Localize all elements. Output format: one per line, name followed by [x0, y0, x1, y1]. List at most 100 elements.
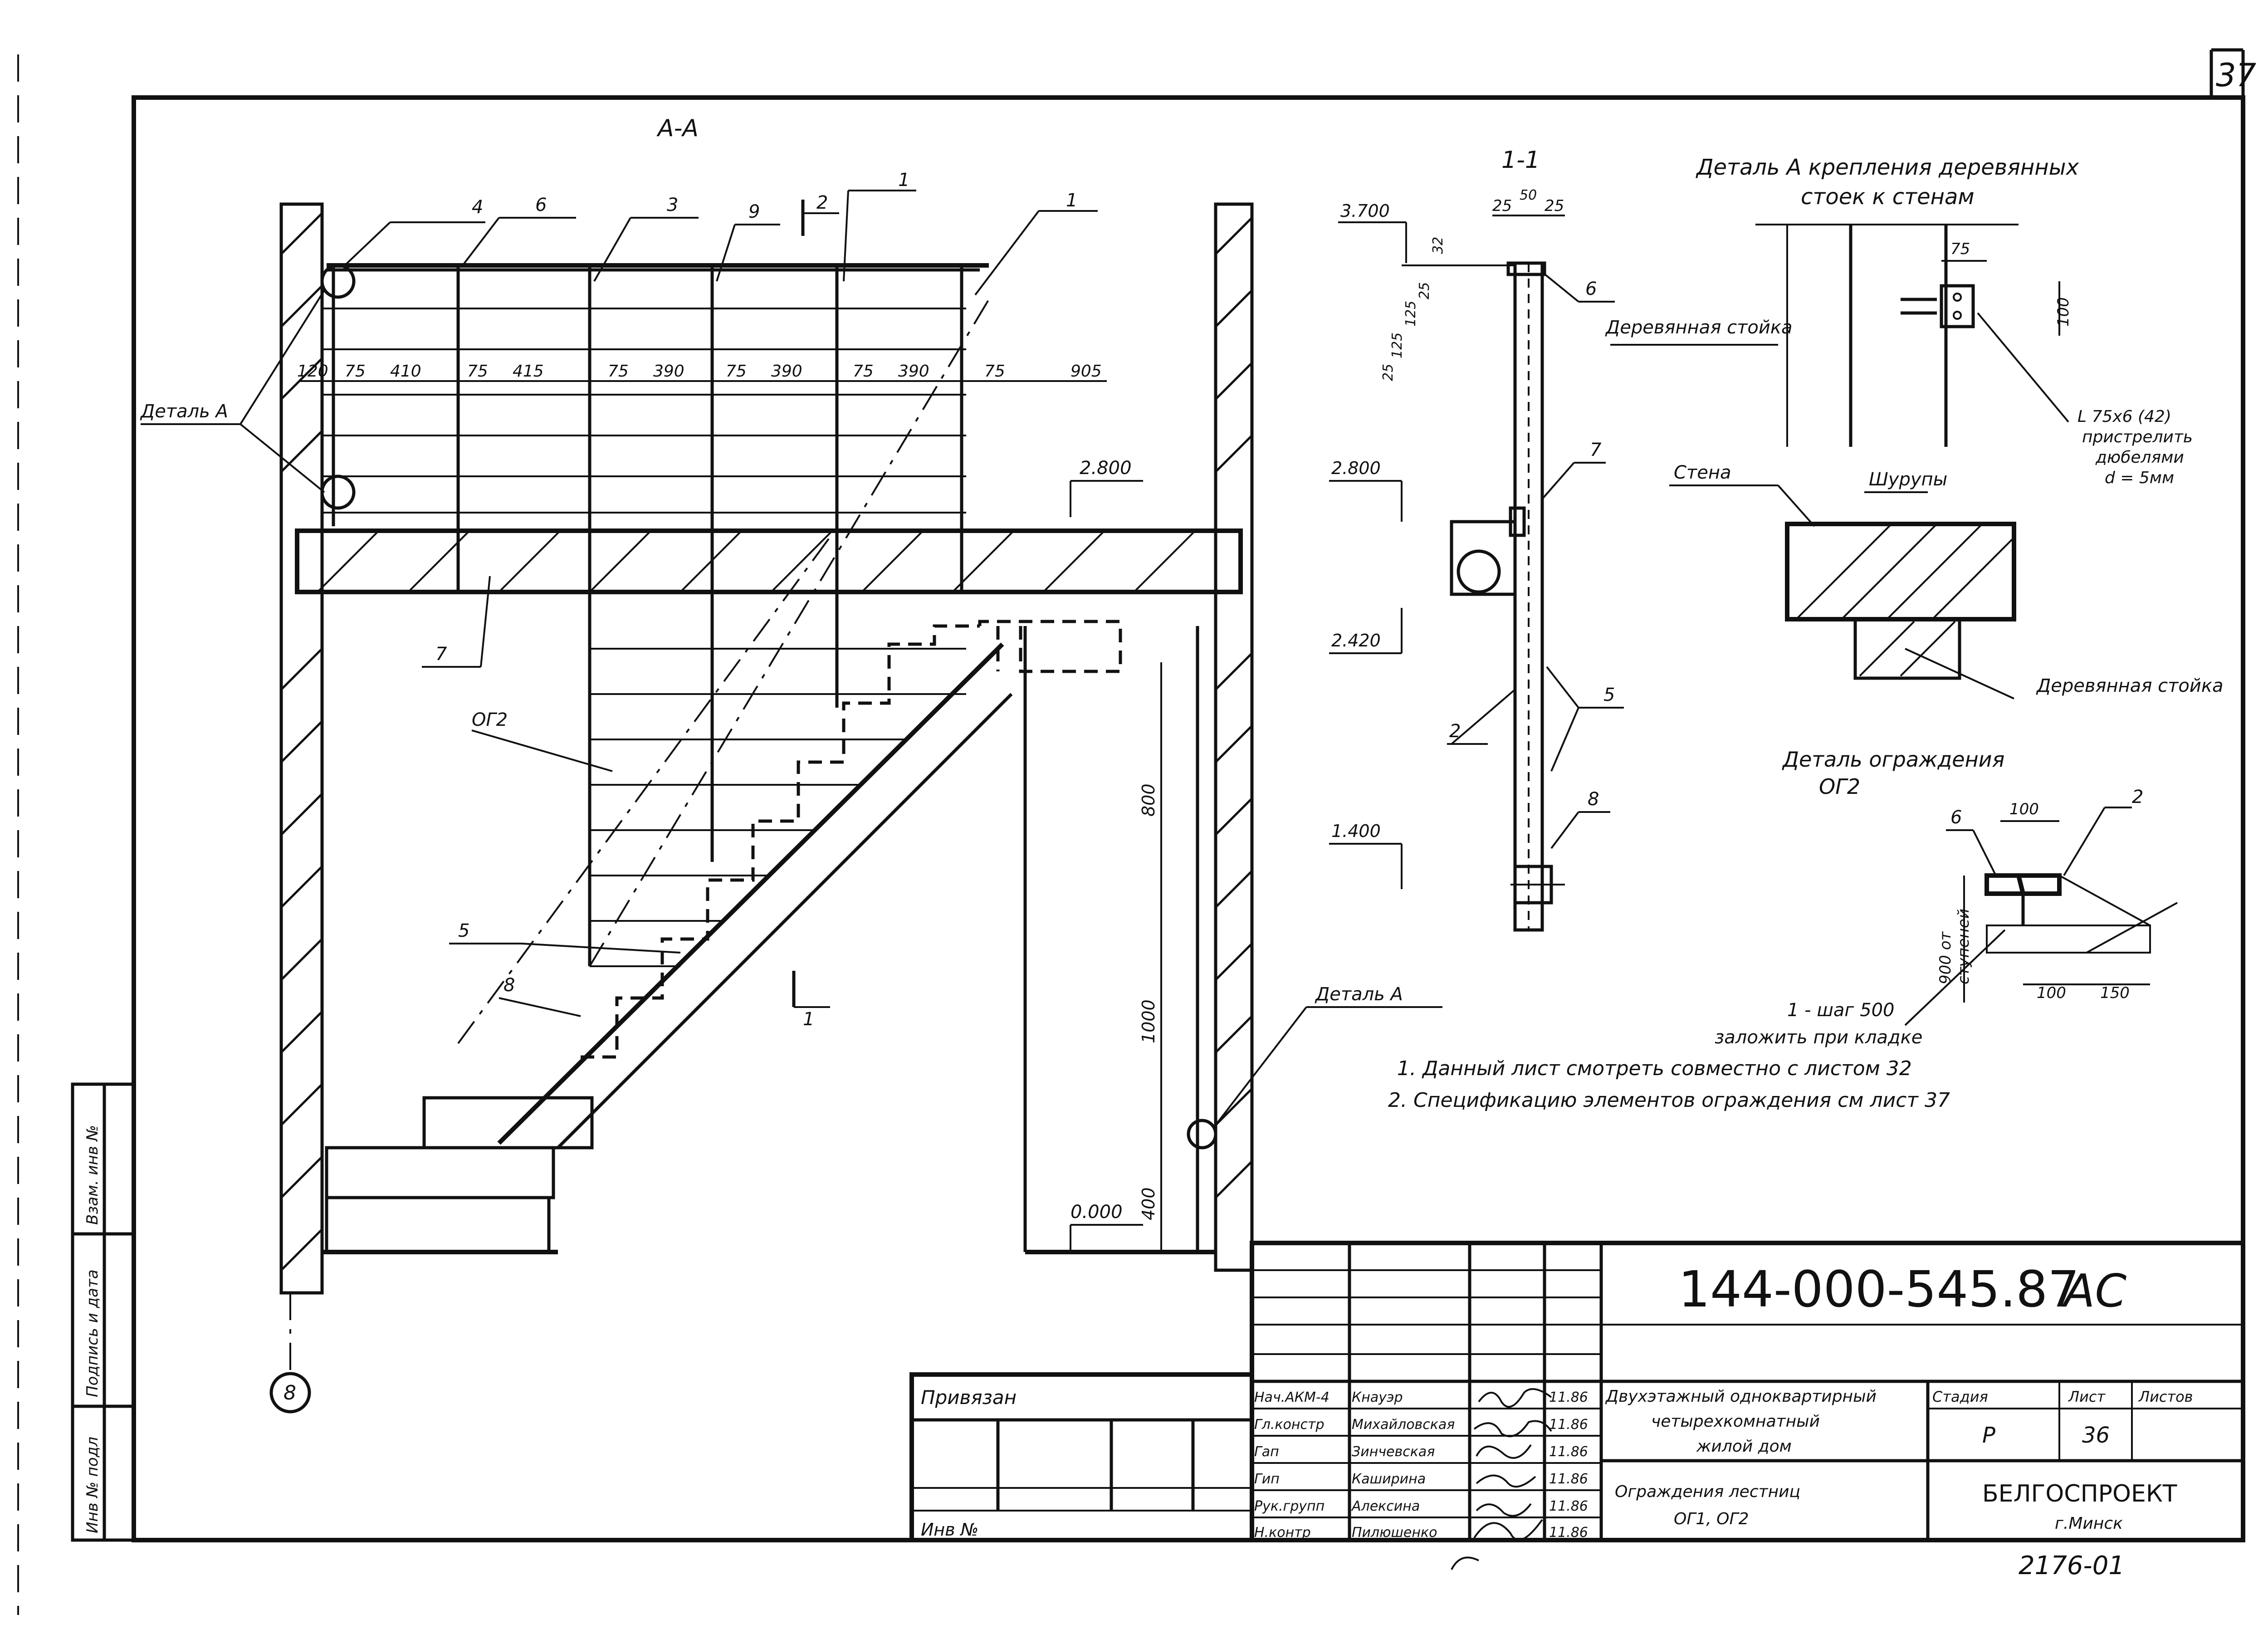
angle-note-4: d = 5мм: [2105, 469, 2174, 487]
callout-11-6: 6: [1585, 279, 1597, 299]
floor-slab: [295, 528, 1243, 594]
vdim-400: 400: [1139, 1187, 1158, 1220]
project-line-3: жилой дом: [1696, 1437, 1792, 1456]
detail-a: Деталь А крепления деревянных стоек к ст…: [1605, 155, 2224, 700]
stage-label: Стадия: [1932, 1388, 1988, 1405]
railing-dim-100-top: 100: [2009, 800, 2039, 818]
railing-title-2: ОГ2: [1819, 774, 1860, 799]
top-dim-25-a: 25: [1492, 197, 1512, 215]
detail-a-dim-100: 100: [2054, 297, 2072, 327]
screws-label: Шурупы: [1869, 469, 1947, 490]
callout-4: 4: [472, 197, 483, 218]
dim-75-d: 75: [726, 362, 747, 381]
dim-120: 120: [297, 362, 328, 381]
stage-value: Р: [1982, 1423, 1995, 1448]
org-line-1: БЕЛГОСПРОЕКТ: [1982, 1480, 2177, 1507]
callout-11-5: 5: [1603, 685, 1615, 705]
callout-1: 1: [1066, 190, 1077, 211]
vdim-125-b: 125: [1403, 301, 1419, 327]
detail-a-label-right: Деталь А: [1315, 984, 1403, 1005]
name-3: Каширина: [1352, 1471, 1426, 1487]
name-1: Михайловская: [1352, 1417, 1455, 1433]
callout-2: 1: [898, 170, 909, 191]
wood-post-bottom: Деревянная стойка: [2036, 675, 2224, 696]
callout-cut-1-lower: 1: [803, 1009, 814, 1030]
side-label-inv: Инв № подл: [83, 1437, 102, 1533]
role-4: Рук.групп: [1254, 1498, 1325, 1514]
angle-note-2: пристрелить: [2082, 428, 2193, 446]
dim-75-e: 75: [853, 362, 874, 381]
note-2: 2. Спецификацию элементов ограждения см …: [1388, 1089, 1950, 1112]
section-11: 1-1 25 50 25 3.700 25 125 125 25 32 2.80…: [1329, 147, 1624, 932]
dim-390-b: 390: [771, 362, 802, 381]
level-2800: 2.800: [1080, 458, 1132, 479]
privyazan-label: Привязан: [921, 1386, 1017, 1409]
callout-cut-1: 2: [816, 192, 828, 213]
name-4: Алексина: [1351, 1498, 1420, 1514]
top-dim-25-b: 25: [1545, 197, 1564, 215]
sheet-label: Лист: [2068, 1388, 2106, 1405]
right-wall-hatch: [1215, 217, 1253, 1199]
name-0: Кнауэр: [1352, 1389, 1403, 1405]
callout-og2: ОГ2: [472, 709, 508, 730]
level-0000: 0.000: [1070, 1202, 1123, 1223]
sheet-title-2: ОГ1, ОГ2: [1674, 1510, 1749, 1528]
project-line-2: четырехкомнатный: [1651, 1412, 1820, 1431]
role-3: Гип: [1254, 1471, 1280, 1487]
signature-4: [1476, 1503, 1532, 1517]
dim-75-b: 75: [467, 362, 488, 381]
railing-callout-6: 6: [1950, 807, 1962, 828]
left-wall-hatch: [280, 212, 323, 1271]
detail-a-label-left: Деталь А: [140, 401, 228, 422]
detail-a-title-1: Деталь А крепления деревянных: [1696, 155, 2079, 180]
name-5: Пилюшенко: [1352, 1525, 1437, 1541]
railing-title-1: Деталь ограждения: [1782, 747, 2004, 772]
doc-mark: АС: [2061, 1264, 2126, 1317]
inv-no-label: Инв №: [921, 1520, 978, 1540]
role-1: Гл.констр: [1254, 1417, 1325, 1433]
railing-callout-2: 2: [2132, 787, 2143, 807]
callout-5: 5: [458, 920, 469, 941]
callout-3: 3: [667, 195, 678, 215]
callout-9: 9: [748, 201, 760, 222]
axis-8: 8: [284, 1381, 296, 1404]
railing-rails: [322, 308, 966, 967]
dim-390-a: 390: [653, 362, 684, 381]
top-dim-50: 50: [1520, 187, 1537, 203]
callout-6: 6: [535, 195, 547, 215]
railing-note-2: заложить при кладке: [1715, 1027, 1922, 1048]
vdim-32: 32: [1430, 237, 1446, 254]
side-stamp: Взам. инв № Подпись и дата Инв № подл: [71, 1082, 136, 1542]
date-4: 11.86: [1549, 1498, 1588, 1514]
title-block: 144-000-545.87 АС Нач.АКМ-4 Гл.констр Га…: [909, 1241, 2245, 1580]
callout-11-7: 7: [1590, 440, 1602, 460]
signature-0: [1478, 1388, 1552, 1408]
general-notes: 1. Данный лист смотреть совместно с лист…: [1388, 1057, 1950, 1112]
dim-390-c: 390: [898, 362, 929, 381]
sheet-value: 36: [2082, 1423, 2110, 1448]
sheet-number: 37: [2216, 57, 2256, 94]
callout-8: 8: [503, 975, 515, 996]
wood-post-top: Деревянная стойка: [1605, 317, 1793, 338]
date-1: 11.86: [1549, 1417, 1588, 1433]
vdim-25-b: 25: [1417, 282, 1432, 299]
railing-dim-900-b: ступеней: [1955, 909, 1973, 984]
signature-3: [1476, 1474, 1536, 1488]
dim-415: 415: [513, 362, 544, 381]
role-5: Н.контр: [1254, 1525, 1311, 1541]
callout-7: 7: [435, 644, 447, 665]
railing-dim-900-a: 900 от: [1936, 931, 1955, 984]
sheet-title-1: Ограждения лестниц: [1615, 1482, 1800, 1501]
vdim-25-a: 25: [1380, 364, 1396, 381]
detail-railing: Деталь ограждения ОГ2 100 6 2 900 от сту…: [1715, 747, 2178, 1048]
vdim-800: 800: [1139, 783, 1158, 817]
dim-75-f: 75: [984, 362, 1005, 381]
archive-number: 2176-01: [2019, 1551, 2125, 1580]
level-1400: 1.400: [1331, 821, 1381, 841]
detail-a-title-2: стоек к стенам: [1801, 184, 1975, 210]
role-2: Гап: [1254, 1444, 1279, 1460]
vdim-1000: 1000: [1139, 999, 1158, 1043]
role-0: Нач.АКМ-4: [1254, 1389, 1330, 1405]
org-line-2: г.Минск: [2055, 1514, 2123, 1533]
